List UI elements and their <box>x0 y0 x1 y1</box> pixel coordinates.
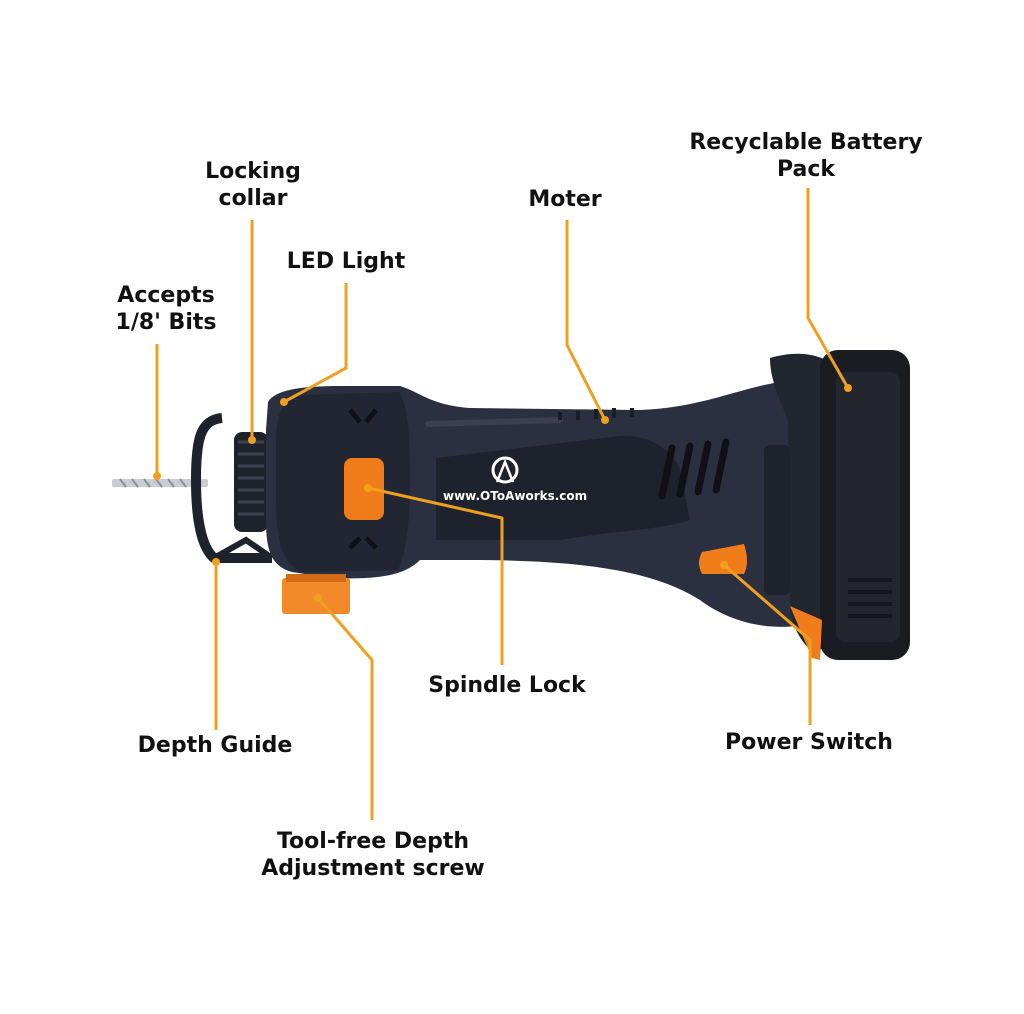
leader-moter <box>565 220 607 421</box>
drill-bit <box>112 478 208 488</box>
tool-housing <box>266 370 822 627</box>
otoa-logo-icon <box>491 456 519 484</box>
label-locking-collar: Locking collar <box>205 159 301 211</box>
power-switch-button <box>699 544 822 660</box>
label-accepts-bits: Accepts 1/8' Bits <box>115 283 217 335</box>
leader-depth-screw <box>316 597 374 820</box>
depth-adjustment-screw <box>282 574 350 614</box>
label-spindle-lock: Spindle Lock <box>428 673 586 698</box>
leader-led-light <box>283 283 348 404</box>
leader-battery <box>806 188 850 389</box>
label-led-light: LED Light <box>286 249 406 274</box>
leader-lines <box>155 188 850 820</box>
label-depth-guide: Depth Guide <box>137 733 293 758</box>
label-power-switch: Power Switch <box>725 730 893 755</box>
label-moter: Moter <box>528 187 602 212</box>
leader-dots <box>153 384 852 602</box>
leader-spindle-lock <box>367 486 504 665</box>
label-depth-screw: Tool-free Depth Adjustment screw <box>261 829 485 881</box>
label-battery-pack: Recyclable Battery Pack <box>689 130 923 182</box>
locking-collar-part <box>234 432 268 532</box>
depth-guide-ring <box>191 413 274 563</box>
battery-pack-part <box>764 350 910 660</box>
spindle-lock-button <box>344 458 384 520</box>
brand-url: www.OToAworks.com <box>443 489 588 503</box>
leader-power-switch <box>723 563 812 725</box>
